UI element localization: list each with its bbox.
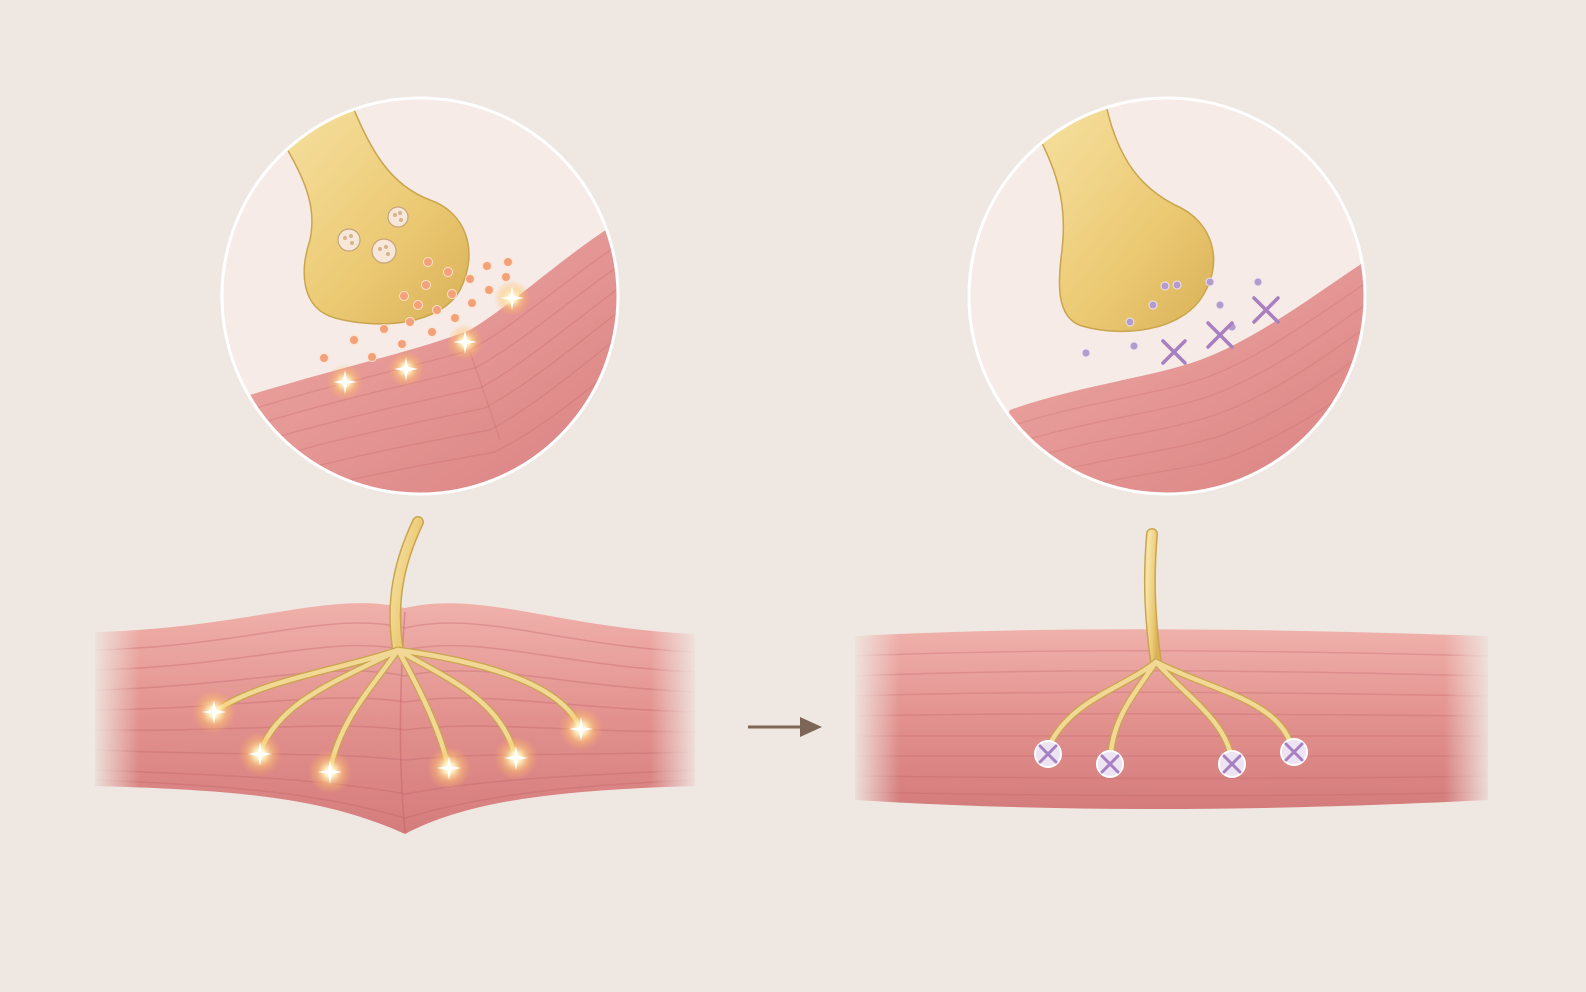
x-mark-icon [1096,750,1124,778]
x-mark-icon [1280,738,1308,766]
inset-vesicles [337,206,409,264]
inset-nerve-terminal [268,99,470,325]
panel-active [90,96,700,850]
x-mark-icon [1161,339,1187,365]
x-mark-icon [1218,750,1246,778]
inset-synapse-active [220,96,620,496]
motor-nerve-blocked [1044,528,1296,766]
spark-icon [427,746,471,790]
x-mark-icon [1206,321,1234,349]
inset-receptor-blocks [1161,296,1280,365]
inset-synapse-blocked [967,96,1367,496]
panel-blocked [850,96,1494,820]
spark-icon [559,707,603,751]
spark-icon [192,690,236,734]
spark-icon [388,351,424,387]
x-mark-icon [1252,296,1280,324]
muscle-striations [855,649,1488,797]
spark-icon [327,364,363,400]
spark-icon [308,750,352,794]
muscle-relaxed [850,620,1494,820]
terminal-sparks-active [192,690,603,794]
spark-icon [494,280,530,316]
terminal-blocks [1034,738,1308,778]
spark-icon [447,324,483,360]
inset-neurotransmitters-active [319,257,513,363]
x-mark-icon [1034,740,1062,768]
inset-muscle-fiber [969,255,1365,494]
muscle-contracted [90,590,700,850]
inset-neurotransmitters-blocked [1081,277,1263,358]
arrow-right-icon [748,717,822,737]
spark-icon [238,732,282,776]
inset-receptor-sparks [327,280,530,400]
inset-nerve-terminal [1028,99,1215,333]
spark-icon [494,736,538,780]
